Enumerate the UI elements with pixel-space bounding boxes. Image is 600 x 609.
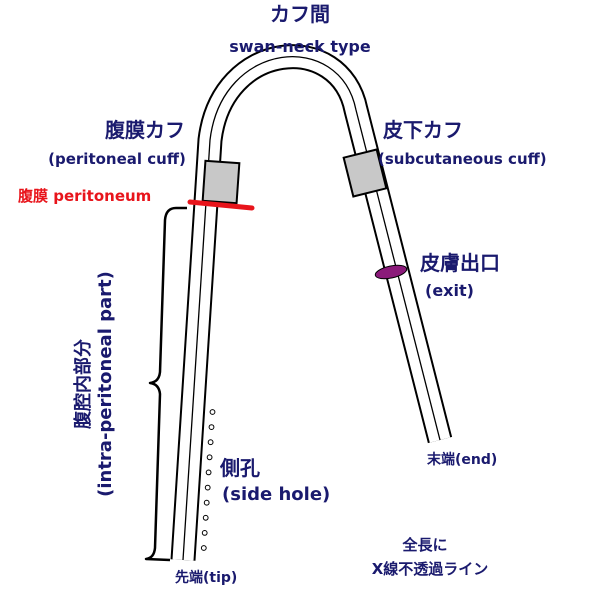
side-hole	[201, 530, 208, 536]
side-hole	[204, 484, 211, 491]
intraperitoneal-label: 腹腔内部分 (intra-peritoneal part)	[73, 194, 143, 574]
side-hole	[205, 469, 212, 476]
peritoneum-line	[187, 199, 255, 211]
peritoneal-cuff-subtitle: (peritoneal cuff)	[48, 150, 186, 168]
xray-line-label-2: X線不透過ライン	[371, 560, 489, 578]
catheter-tip-label: 先端(tip)	[175, 570, 238, 586]
subcutaneous-cuff-title: 皮下カフ	[383, 118, 463, 142]
subcutaneous-cuff	[342, 148, 388, 198]
xray-stripe	[182, 56, 441, 561]
exit-site-title: 皮膚出口	[420, 251, 500, 275]
exit-site-subtitle: (exit)	[425, 281, 474, 300]
intraperitoneal-subtitle: (intra-peritoneal part)	[94, 271, 116, 497]
xray-line-label-1: 全長に	[402, 536, 448, 554]
intraperitoneal-bracket	[144, 206, 187, 562]
side-hole-group	[200, 409, 216, 551]
side-hole	[208, 424, 215, 431]
catheter-end-label: 末端(end)	[427, 452, 498, 468]
cuff-interval-title: カフ間	[270, 2, 330, 26]
intraperitoneal-title: 腹腔内部分	[73, 339, 94, 429]
subcutaneous-cuff-subtitle: (subcutaneous cuff)	[378, 150, 547, 168]
side-hole	[200, 545, 207, 551]
cuff-interval-subtitle: swan-neck type	[229, 37, 371, 56]
side-hole	[203, 499, 210, 506]
peritoneal-cuff	[201, 159, 241, 205]
side-hole	[202, 514, 209, 521]
side-hole-title: 側孔	[220, 456, 260, 480]
side-hole	[206, 454, 213, 461]
side-hole	[207, 439, 214, 446]
peritoneal-cuff-title: 腹膜カフ	[105, 118, 185, 142]
exit-site-marker	[374, 264, 408, 280]
side-hole-subtitle: (side hole)	[222, 484, 331, 505]
peritoneum-label: 腹膜 peritoneum	[18, 187, 152, 205]
side-hole	[209, 409, 216, 415]
